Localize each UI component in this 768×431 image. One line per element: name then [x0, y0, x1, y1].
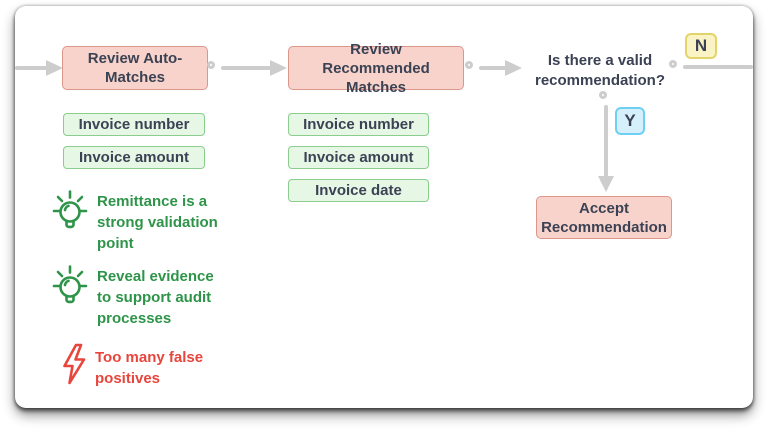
connector-dot — [465, 61, 473, 69]
decision-question[interactable]: Is there a valid recommendation? — [534, 52, 666, 89]
connector-dot — [207, 61, 215, 69]
branch-badge-no[interactable]: N — [685, 33, 717, 59]
connector-line-entry — [15, 66, 48, 70]
note-audit-evidence: Reveal evidence to support audit process… — [97, 268, 214, 327]
arrow-right-icon — [505, 60, 522, 76]
connector-line — [479, 66, 506, 70]
field-chip-invoice-amount[interactable]: Invoice amount — [288, 146, 429, 169]
field-chip-invoice-number[interactable]: Invoice number — [63, 113, 205, 136]
connector-line-no-branch — [683, 65, 753, 69]
connector-line — [221, 66, 271, 70]
lightbulb-icon — [52, 189, 88, 240]
arrow-down-icon — [598, 176, 614, 192]
node-review-recommended-matches[interactable]: Review Recommended Matches — [288, 41, 464, 96]
lightning-icon — [60, 343, 88, 390]
branch-badge-yes[interactable]: Y — [615, 107, 645, 135]
lightbulb-icon — [52, 264, 88, 315]
connector-dot — [669, 60, 677, 68]
field-chip-invoice-number[interactable]: Invoice number — [288, 113, 429, 136]
note-remittance-validation: Remittance is a strong validation point — [97, 193, 218, 252]
field-chip-invoice-date[interactable]: Invoice date — [288, 179, 429, 202]
field-chip-invoice-amount[interactable]: Invoice amount — [63, 146, 205, 169]
arrow-right-icon — [270, 60, 287, 76]
node-label: Accept Recommendation — [541, 199, 667, 236]
node-review-auto-matches[interactable]: Review Auto-Matches — [62, 46, 208, 90]
note-false-positives: Too many false positives — [95, 349, 204, 387]
node-label: Review Recommended Matches — [322, 40, 430, 96]
connector-dot — [599, 91, 607, 99]
connector-line-yes-branch — [604, 105, 608, 177]
arrow-right-icon — [46, 60, 63, 76]
node-accept-recommendation[interactable]: Accept Recommendation — [536, 196, 672, 239]
node-label: Review Auto-Matches — [87, 50, 183, 86]
